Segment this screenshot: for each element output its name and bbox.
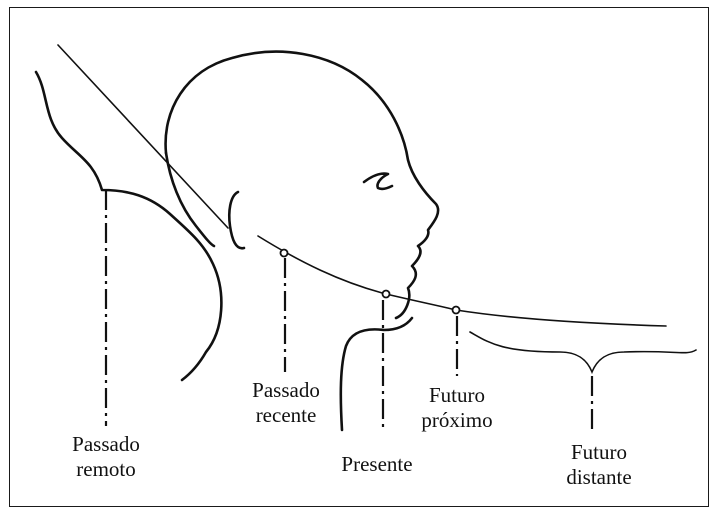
label-futuro-proximo: Futuro próximo [400, 383, 514, 433]
timeline-arc [258, 236, 666, 326]
point-futuro-proximo [453, 307, 460, 314]
eye [364, 173, 392, 188]
point-passado-recente [281, 250, 288, 257]
ear [229, 192, 244, 248]
back-hair-contour [36, 72, 221, 380]
point-presente [383, 291, 390, 298]
head-outline [166, 52, 439, 318]
label-passado-remoto: Passado remoto [58, 432, 154, 482]
futuro-distante-brace [470, 332, 696, 372]
label-passado-recente: Passado recente [234, 378, 338, 428]
label-presente: Presente [322, 452, 432, 477]
label-futuro-distante: Futuro distante [546, 440, 652, 490]
